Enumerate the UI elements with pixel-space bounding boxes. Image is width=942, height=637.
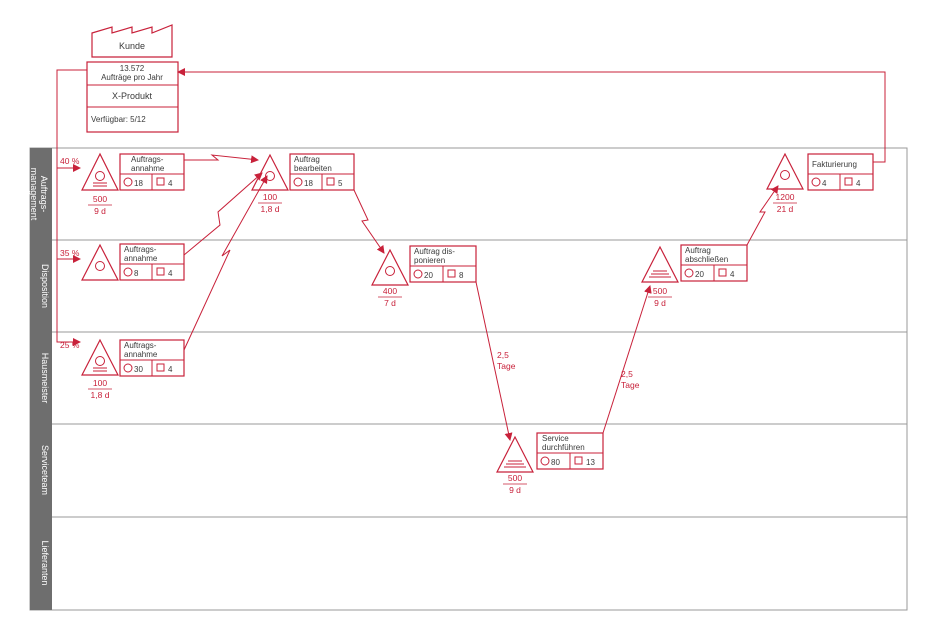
svg-text:annahme: annahme [131, 164, 165, 173]
availability: Verfügbar: 5/12 [91, 115, 146, 124]
svg-text:abschließen: abschließen [685, 255, 728, 264]
svg-text:20: 20 [424, 271, 433, 280]
svg-text:100: 100 [93, 378, 107, 388]
share-label-auftragsmanagement: 40 % [60, 156, 80, 166]
svg-text:9 d: 9 d [509, 485, 521, 495]
svg-text:Service: Service [542, 434, 569, 443]
lane-label-disposition: Disposition [40, 264, 50, 308]
svg-text:21 d: 21 d [777, 204, 794, 214]
svg-text:4: 4 [168, 269, 173, 278]
svg-text:100: 100 [263, 192, 277, 202]
lane-label-lieferanten: Lieferanten [40, 540, 50, 585]
share-label-disposition: 35 % [60, 248, 80, 258]
inventory-triangle-7: 500 9 d [641, 245, 679, 308]
svg-text:8: 8 [134, 269, 139, 278]
share-label-hausmeister: 25 % [60, 340, 80, 350]
factory-icon [91, 24, 173, 58]
lane-label-auftragsmanagement: Auftrags-management [29, 168, 49, 221]
inventory-triangle-4: 100 1,8 d [251, 153, 289, 214]
transit-value-1: 2,5 [497, 350, 509, 360]
svg-text:4: 4 [168, 179, 173, 188]
svg-text:annahme: annahme [124, 350, 158, 359]
lane-label-serviceteam: Serviceteam [40, 445, 50, 495]
customer-distribution-lines [56, 68, 886, 346]
orders-label: Aufträge pro Jahr [101, 73, 163, 82]
flow-arrows [183, 154, 779, 441]
svg-text:18: 18 [304, 179, 313, 188]
customer-box: Kunde 13.572 Aufträge pro Jahr X-Produkt… [86, 24, 179, 133]
transit-value-2: 2,5 [621, 369, 633, 379]
svg-text:4: 4 [856, 179, 861, 188]
product-name: X-Produkt [112, 91, 153, 101]
svg-text:4: 4 [168, 365, 173, 374]
process-box-auftragsannahme-1: Auftrags-annahme 18 4 [119, 153, 185, 191]
swimlane-grid [29, 147, 908, 611]
process-box-auftragsannahme-2: Auftrags-annahme 8 4 [119, 243, 185, 281]
inventory-triangle-6: 500 9 d [496, 435, 534, 495]
svg-text:18: 18 [134, 179, 143, 188]
transit-unit-1: Tage [497, 361, 516, 371]
svg-text:7 d: 7 d [384, 298, 396, 308]
svg-text:500: 500 [508, 473, 522, 483]
svg-text:500: 500 [653, 286, 667, 296]
svg-text:400: 400 [383, 286, 397, 296]
svg-text:Auftrag: Auftrag [685, 246, 711, 255]
svg-text:1,8 d: 1,8 d [91, 390, 110, 400]
svg-text:Auftrag: Auftrag [294, 155, 320, 164]
svg-text:500: 500 [93, 194, 107, 204]
process-box-auftrag-disponieren: Auftrag dis-ponieren 20 8 [409, 245, 477, 283]
svg-text:annahme: annahme [124, 254, 158, 263]
process-box-auftragsannahme-3: Auftrags-annahme 30 4 [119, 339, 185, 377]
svg-text:1,8 d: 1,8 d [261, 204, 280, 214]
lane-labels: Auftrags-management Disposition Hausmeis… [29, 168, 50, 586]
svg-text:Auftrag dis-: Auftrag dis- [414, 247, 455, 256]
inventory-triangle-2 [81, 243, 119, 281]
transit-unit-2: Tage [621, 380, 640, 390]
inventory-triangle-3: 100 1,8 d [81, 338, 119, 400]
inventory-triangle-1: 500 9 d [81, 152, 119, 216]
process-box-fakturierung: Fakturierung 4 4 [807, 153, 874, 191]
svg-text:13: 13 [586, 458, 595, 467]
svg-text:5: 5 [338, 179, 343, 188]
svg-text:4: 4 [822, 179, 827, 188]
inventory-triangle-5: 400 7 d [371, 248, 409, 308]
svg-text:9 d: 9 d [654, 298, 666, 308]
svg-text:Auftrags-: Auftrags- [124, 341, 157, 350]
svg-text:9 d: 9 d [94, 206, 106, 216]
svg-text:Auftrags-: Auftrags- [124, 245, 157, 254]
svg-text:durchführen: durchführen [542, 443, 585, 452]
svg-text:20: 20 [695, 270, 704, 279]
svg-text:80: 80 [551, 458, 560, 467]
svg-text:bearbeiten: bearbeiten [294, 164, 332, 173]
svg-text:ponieren: ponieren [414, 256, 445, 265]
lane-label-hausmeister: Hausmeister [40, 353, 50, 404]
svg-text:8: 8 [459, 271, 464, 280]
customer-name: Kunde [119, 41, 145, 51]
svg-text:Auftrags-: Auftrags- [131, 155, 164, 164]
svg-text:4: 4 [730, 270, 735, 279]
svg-text:30: 30 [134, 365, 143, 374]
svg-text:Fakturierung: Fakturierung [812, 160, 857, 169]
svg-text:1200: 1200 [776, 192, 795, 202]
orders-count: 13.572 [120, 64, 145, 73]
inventory-triangle-8: 1200 21 d [766, 152, 804, 214]
